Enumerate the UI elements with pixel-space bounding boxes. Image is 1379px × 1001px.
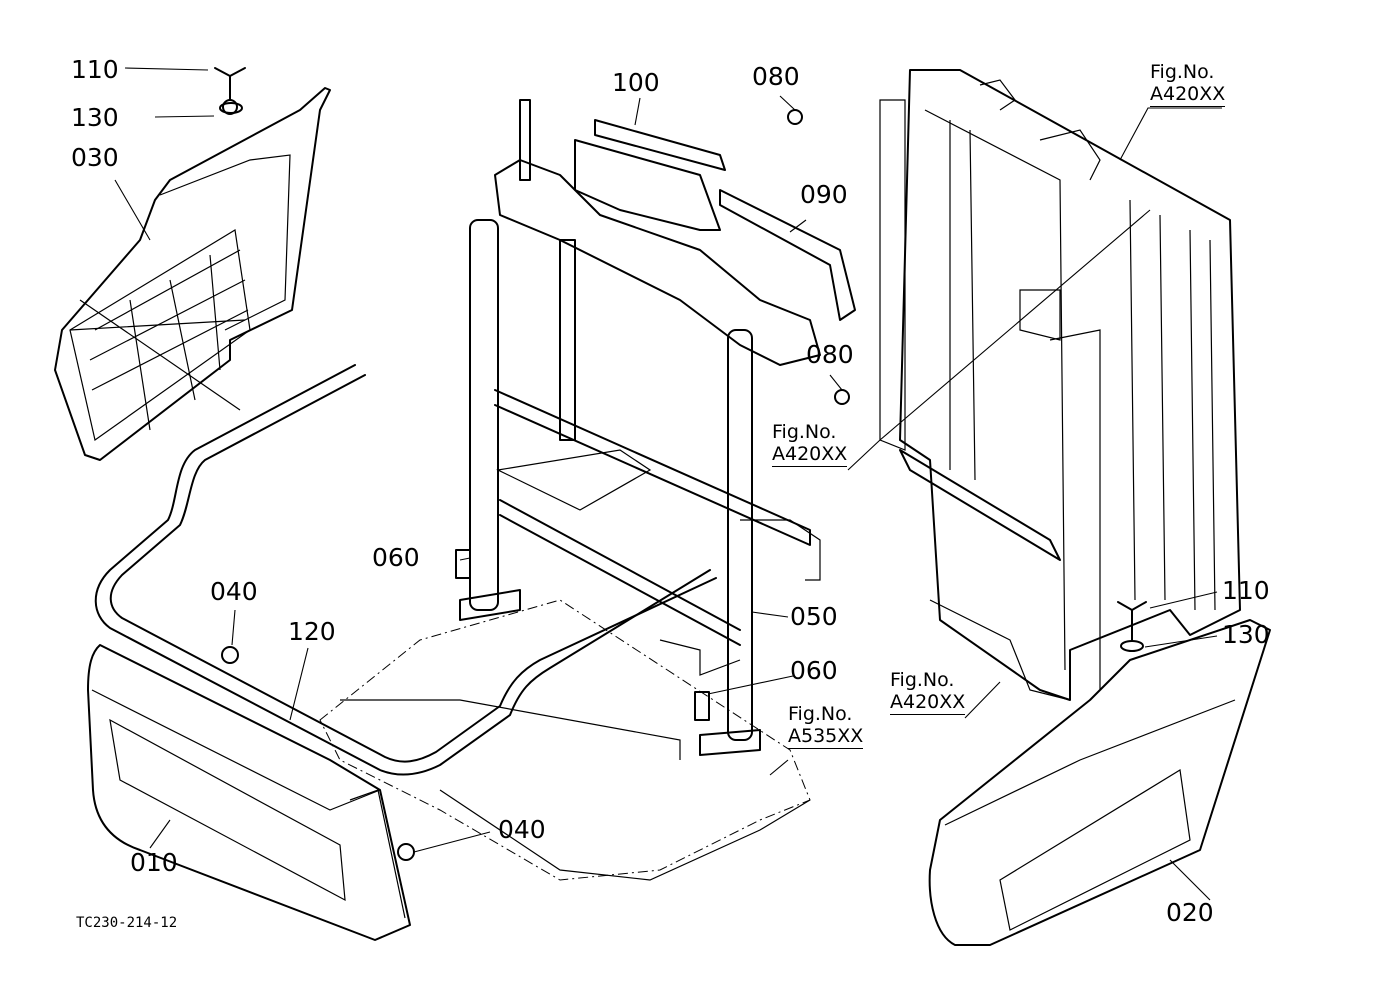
figure-ref-bottom-center: Fig.No. A535XX bbox=[788, 703, 864, 749]
part-label-060-left: 060 bbox=[372, 543, 420, 572]
figure-ref-prefix: Fig.No. bbox=[1150, 61, 1215, 83]
figure-ref-prefix: Fig.No. bbox=[890, 669, 955, 691]
part-label-010: 010 bbox=[130, 848, 178, 877]
part-label-080-mid: 080 bbox=[806, 340, 854, 369]
part-label-050: 050 bbox=[790, 602, 838, 631]
figure-ref-code: A420XX bbox=[890, 690, 966, 715]
figure-ref-code: A420XX bbox=[772, 442, 848, 467]
frame-050 bbox=[459, 219, 821, 756]
part-label-040-bottom: 040 bbox=[498, 815, 546, 844]
part-label-130-top: 130 bbox=[71, 103, 119, 132]
side-panel-030 bbox=[54, 87, 331, 461]
part-label-100: 100 bbox=[612, 68, 660, 97]
part-label-110-right: 110 bbox=[1222, 576, 1270, 605]
fender-020 bbox=[928, 619, 1271, 946]
figure-ref-prefix: Fig.No. bbox=[772, 421, 837, 443]
part-label-080-top: 080 bbox=[752, 62, 800, 91]
part-label-110-top: 110 bbox=[71, 55, 119, 84]
part-label-060-right: 060 bbox=[790, 656, 838, 685]
bumper-010 bbox=[87, 644, 411, 941]
figure-ref-mid: Fig.No. A420XX bbox=[772, 421, 848, 467]
part-label-040-left: 040 bbox=[210, 577, 258, 606]
figure-ref-prefix: Fig.No. bbox=[788, 703, 853, 725]
figure-ref-code: A535XX bbox=[788, 724, 864, 749]
part-label-030: 030 bbox=[71, 143, 119, 172]
figure-ref-code: A420XX bbox=[1150, 82, 1226, 107]
fasteners bbox=[214, 67, 1147, 861]
top-brackets-100-090 bbox=[494, 99, 856, 366]
drawing-code: TC230-214-12 bbox=[76, 915, 178, 931]
leader-lines bbox=[114, 67, 1222, 901]
part-label-120: 120 bbox=[288, 617, 336, 646]
part-label-130-right: 130 bbox=[1222, 620, 1270, 649]
figure-ref-top-right: Fig.No. A420XX bbox=[1150, 61, 1226, 107]
part-label-090: 090 bbox=[800, 180, 848, 209]
part-label-020: 020 bbox=[1166, 898, 1214, 927]
radiator-assembly bbox=[879, 69, 1241, 701]
floor-plate bbox=[319, 599, 811, 881]
frame-rod-120 bbox=[94, 364, 717, 776]
figure-ref-lower-right: Fig.No. A420XX bbox=[890, 669, 966, 715]
